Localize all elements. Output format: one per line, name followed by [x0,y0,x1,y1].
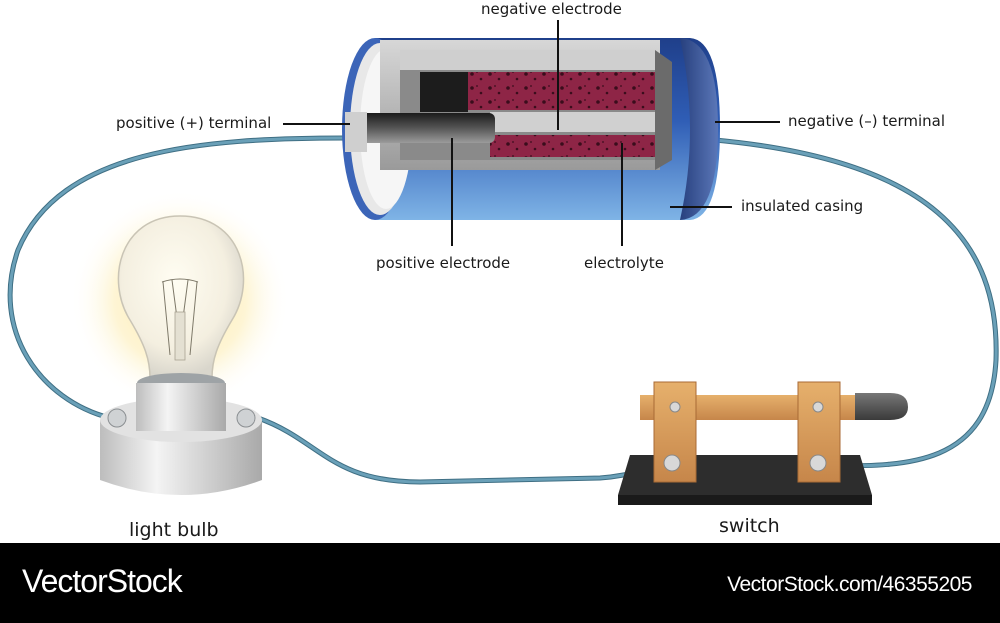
switch-handle [855,393,908,420]
brand-logo: VectorStock [22,563,183,599]
brand-url: VectorStock.com/46355205 [727,573,972,596]
caption-switch: switch [719,515,780,537]
label-positive-terminal: positive (+) terminal [116,114,272,132]
label-insulated-casing: insulated casing [741,197,864,215]
light-bulb [70,190,290,495]
bulb-terminal-right [236,408,256,428]
switch-screw [669,401,681,413]
wires [7,135,999,485]
battery [342,38,720,220]
wire-bulb-to-switch [257,415,669,485]
electrolyte-shape [490,135,660,157]
switch-terminal-left [663,454,681,472]
positive-electrode-rod [355,113,495,143]
leader-lines [283,20,780,246]
caption-light-bulb: light bulb [129,519,219,541]
watermark-footer: VectorStock VectorStock.com/46355205 [0,543,1000,623]
switch-screw [812,401,824,413]
label-positive-electrode: positive electrode [376,254,511,272]
circuit-diagram: negative electrode positive (+) terminal… [7,0,999,541]
knife-switch [618,381,908,505]
label-negative-electrode: negative electrode [481,0,622,18]
bulb-terminal-left [107,408,127,428]
label-negative-terminal: negative (–) terminal [788,112,946,130]
switch-terminal-right [809,454,827,472]
circuit-illustration [7,20,999,505]
negative-electrode-shape [465,72,660,110]
label-electrolyte: electrolyte [584,254,664,272]
